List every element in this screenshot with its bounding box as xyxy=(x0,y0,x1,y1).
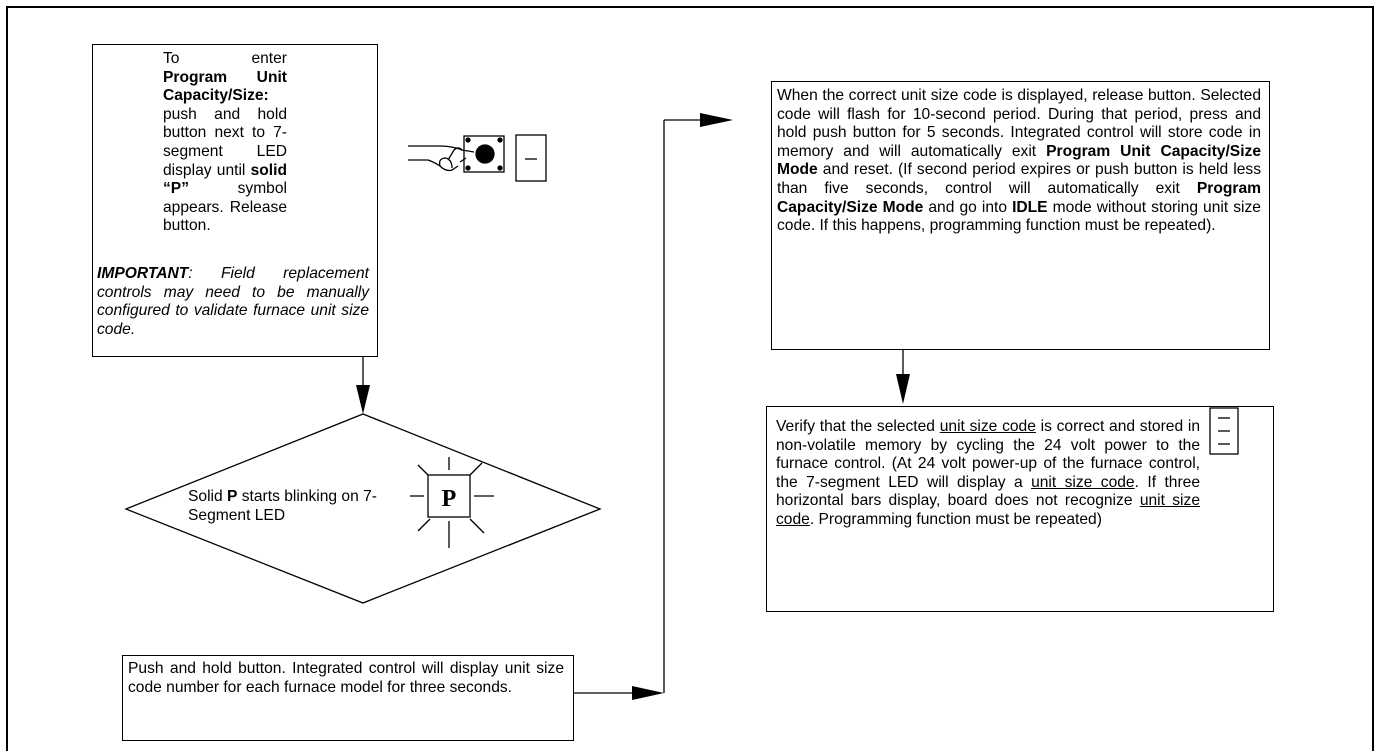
step5-text: Verify that the selected unit size code … xyxy=(776,418,1200,528)
step4-box xyxy=(771,81,1270,350)
step2-decision-diamond xyxy=(124,413,602,604)
step1-important-note: IMPORTANT: Field replacement controls ma… xyxy=(97,265,369,338)
step3-text: Push and hold button. Integrated control… xyxy=(128,660,564,696)
blinking-p-led-icon: P xyxy=(410,457,494,548)
led-display-three-bars-icon xyxy=(1209,407,1239,455)
hand-press-button-icon xyxy=(408,135,505,173)
arrowhead-to-connector xyxy=(632,686,664,700)
arrowhead-to-step4 xyxy=(700,113,733,127)
arrow-step4-to-step5 xyxy=(896,350,910,404)
step3-box xyxy=(122,655,574,741)
step2-label: Solid P starts blinking on 7-Segment LED xyxy=(188,488,377,524)
led-letter-p: P xyxy=(442,486,457,512)
arrow-step3-to-step4 xyxy=(574,119,700,694)
step5-box xyxy=(766,406,1274,612)
led-display-dash-icon xyxy=(515,134,547,182)
step1-instruction: To enter Program Unit Capacity/Size: pus… xyxy=(163,50,287,235)
step4-text: When the correct unit size code is displ… xyxy=(777,87,1262,235)
arrow-step1-to-step2 xyxy=(356,357,370,414)
diagram-frame xyxy=(6,6,1374,751)
step1-box xyxy=(92,44,378,357)
